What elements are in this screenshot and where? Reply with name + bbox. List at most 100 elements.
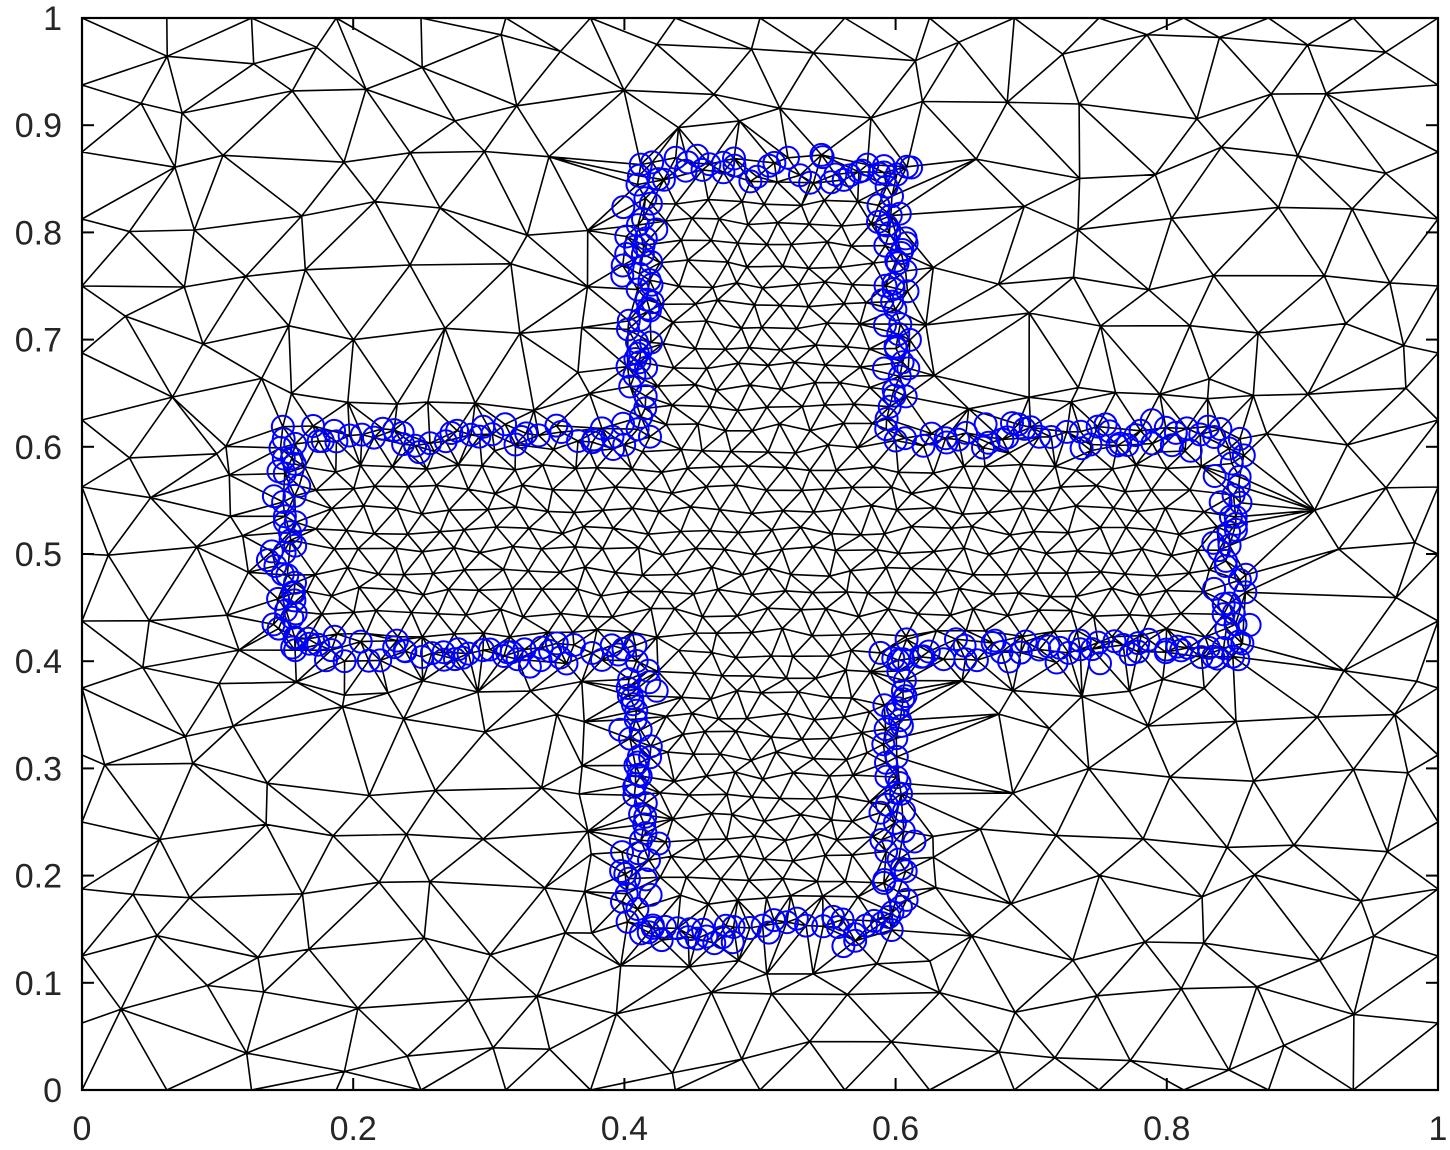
marker-point — [439, 421, 464, 445]
marker-point — [831, 934, 856, 959]
marker-point — [627, 350, 652, 375]
marker-point — [722, 153, 747, 178]
marker-point — [625, 417, 650, 442]
marker-point — [1217, 436, 1242, 461]
marker-point — [606, 642, 631, 667]
marker-point — [989, 640, 1014, 665]
marker-point — [1140, 431, 1165, 456]
marker-point — [776, 145, 800, 170]
marker-point — [616, 308, 641, 333]
y-tick-label: 1 — [43, 0, 62, 38]
marker-point — [919, 421, 944, 446]
marker-point — [873, 313, 897, 338]
marker-point — [322, 418, 347, 443]
marker-point — [616, 317, 640, 342]
marker-point — [467, 424, 492, 449]
marker-point — [1102, 629, 1127, 654]
marker-point — [897, 327, 922, 352]
marker-point — [263, 554, 288, 578]
marker-point — [893, 859, 918, 884]
marker-point — [611, 636, 636, 661]
marker-point — [640, 150, 665, 175]
marker-point — [874, 406, 899, 431]
marker-point — [1118, 642, 1143, 667]
marker-point — [1108, 431, 1133, 456]
marker-point — [644, 678, 669, 703]
marker-layer — [255, 142, 1262, 959]
marker-point — [493, 412, 518, 437]
marker-point — [1208, 417, 1233, 441]
marker-point — [612, 432, 637, 457]
marker-point — [894, 887, 919, 912]
y-tick-label: 0.2 — [15, 858, 62, 896]
marker-point — [638, 745, 663, 770]
marker-point — [885, 696, 910, 721]
marker-point — [1218, 504, 1243, 529]
marker-point — [608, 717, 633, 742]
marker-point — [272, 504, 297, 529]
marker-point — [1233, 580, 1258, 605]
marker-point — [886, 847, 911, 872]
marker-point — [283, 533, 308, 558]
marker-point — [1202, 464, 1227, 488]
marker-point — [711, 150, 736, 175]
marker-point — [810, 145, 835, 170]
marker-point — [280, 605, 305, 630]
marker-point — [884, 765, 909, 790]
marker-point — [1068, 637, 1093, 662]
x-tick-label: 0.4 — [601, 1110, 648, 1148]
marker-point — [946, 427, 971, 452]
marker-point — [855, 152, 880, 177]
marker-point — [630, 242, 655, 267]
marker-point — [954, 420, 978, 445]
marker-point — [1000, 411, 1024, 436]
marker-point — [638, 882, 663, 907]
y-tick-label: 0 — [43, 1072, 62, 1110]
marker-point — [283, 638, 308, 663]
marker-point — [259, 539, 284, 564]
marker-point — [616, 683, 641, 708]
marker-point — [1036, 634, 1061, 659]
marker-point — [370, 416, 395, 441]
marker-point — [952, 633, 977, 658]
marker-point — [1080, 637, 1105, 662]
marker-point — [610, 840, 634, 865]
marker-point — [514, 421, 539, 446]
marker-point — [762, 150, 787, 175]
marker-point — [1219, 451, 1244, 476]
marker-point — [738, 169, 763, 194]
marker-point — [894, 627, 919, 652]
marker-point — [1165, 634, 1190, 659]
marker-point — [382, 635, 407, 660]
marker-point — [456, 641, 481, 666]
marker-point — [872, 356, 896, 381]
marker-point — [1068, 419, 1093, 444]
marker-point — [1027, 424, 1052, 449]
marker-point — [665, 916, 690, 941]
marker-point — [390, 420, 415, 445]
marker-point — [881, 271, 906, 296]
marker-point — [625, 277, 650, 302]
marker-point — [1201, 644, 1226, 669]
y-tick-label: 0.4 — [15, 643, 62, 681]
marker-point — [1012, 416, 1037, 441]
marker-point — [697, 152, 722, 177]
marker-point — [471, 638, 495, 663]
marker-point — [997, 649, 1022, 674]
marker-point — [884, 726, 909, 751]
y-tick-label: 0.3 — [15, 750, 62, 788]
marker-point — [1220, 644, 1245, 669]
marker-point — [1233, 562, 1258, 587]
marker-point — [368, 648, 393, 673]
marker-point — [544, 631, 569, 656]
marker-point — [610, 253, 635, 278]
marker-point — [625, 213, 650, 238]
marker-point — [893, 684, 918, 709]
marker-point — [337, 423, 362, 448]
marker-point — [867, 161, 892, 186]
marker-point — [872, 868, 897, 892]
marker-point — [609, 859, 634, 883]
marker-point — [270, 414, 295, 439]
marker-point — [495, 640, 520, 665]
